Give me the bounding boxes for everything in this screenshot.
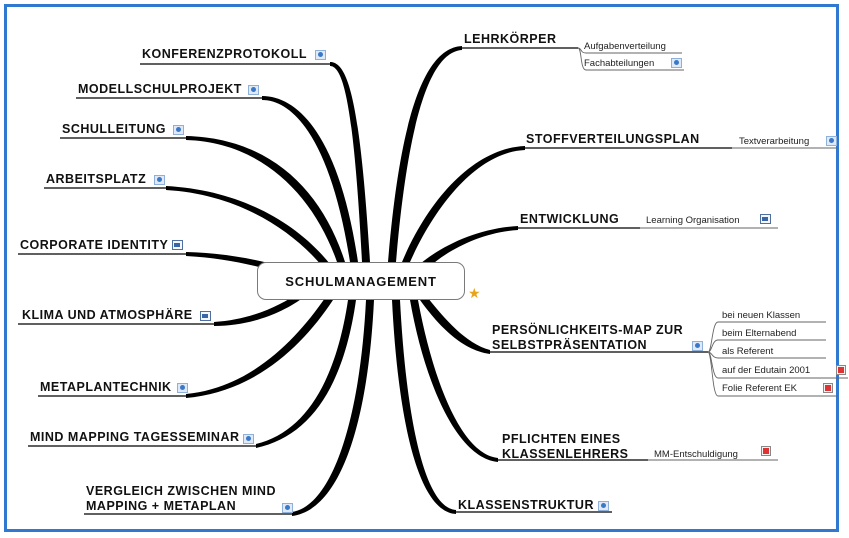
branch-schulleitung <box>186 136 345 262</box>
topic-label: MODELLSCHULPROJEKT <box>78 82 242 96</box>
branch-metaplantechnik <box>186 298 333 398</box>
subtopic-mm-entschuldigung[interactable]: MM-Entschuldigung <box>654 449 738 461</box>
branch-lehrkoerper <box>388 46 462 262</box>
map-link-icon[interactable] <box>826 136 837 146</box>
subtopic-label: beim Elternabend <box>722 328 797 339</box>
topic-label: MIND MAPPING TAGESSEMINAR <box>30 430 240 444</box>
topic-label: STOFFVERTEILUNGSPLAN <box>526 132 700 146</box>
topic-klassenstruktur[interactable]: KLASSENSTRUKTUR <box>458 498 594 513</box>
branch-stoffverteilungsplan <box>402 146 525 262</box>
topic-klima-atmosphaere[interactable]: KLIMA UND ATMOSPHÄRE <box>22 308 193 323</box>
sub-branch-neue-klassen <box>707 321 826 353</box>
topic-label: CORPORATE IDENTITY <box>20 238 169 252</box>
subtopic-als-referent[interactable]: als Referent <box>722 346 773 358</box>
map-link-icon[interactable] <box>154 175 165 185</box>
subtopic-label: auf der Edutain 2001 <box>722 365 811 376</box>
document-link-icon[interactable] <box>200 311 211 321</box>
subtopic-edutain-2001[interactable]: auf der Edutain 2001 <box>722 365 810 377</box>
sub-branch-fachabteilungen <box>577 47 684 71</box>
subtopic-label: als Referent <box>722 346 774 357</box>
topic-persoenlichkeits-map[interactable]: PERSÖNLICHKEITS-MAP ZUR SELBSTPRÄSENTATI… <box>492 323 683 353</box>
subtopic-label: bei neuen Klassen <box>722 310 801 321</box>
topic-label: SCHULLEITUNG <box>62 122 166 136</box>
subtopic-label: Learning Organisation <box>646 215 740 226</box>
topic-mind-mapping-tagesseminar[interactable]: MIND MAPPING TAGESSEMINAR <box>30 430 240 445</box>
topic-entwicklung[interactable]: ENTWICKLUNG <box>520 212 619 227</box>
pdf-link-icon[interactable] <box>836 365 847 375</box>
map-link-icon[interactable] <box>692 341 703 351</box>
subtopic-textverarbeitung[interactable]: Textverarbeitung <box>739 136 809 148</box>
document-link-icon[interactable] <box>172 240 183 250</box>
topic-label: ENTWICKLUNG <box>520 212 620 226</box>
canvas-border <box>4 4 839 532</box>
document-link-icon[interactable] <box>760 214 771 224</box>
topic-schulleitung[interactable]: SCHULLEITUNG <box>62 122 166 137</box>
subtopic-fachabteilungen[interactable]: Fachabteilungen <box>584 58 654 70</box>
topic-label-line1: VERGLEICH ZWISCHEN MIND <box>86 484 276 498</box>
subtopic-folie-referent-ek[interactable]: Folie Referent EK <box>722 383 797 395</box>
subtopic-label: Fachabteilungen <box>584 58 655 69</box>
topic-label-line2: SELBSTPRÄSENTATION <box>492 338 648 352</box>
map-link-icon[interactable] <box>671 58 682 68</box>
topic-label: ARBEITSPLATZ <box>46 172 147 186</box>
subtopic-label: Folie Referent EK <box>722 383 797 394</box>
sub-branch-elternabend <box>707 339 826 353</box>
branch-modellschulprojekt <box>262 96 358 262</box>
branch-konferenzprotokoll <box>330 62 370 262</box>
subtopic-label: Textverarbeitung <box>739 136 810 147</box>
subtopic-bei-neuen-klassen[interactable]: bei neuen Klassen <box>722 310 800 322</box>
subtopic-beim-elternabend[interactable]: beim Elternabend <box>722 328 796 340</box>
topic-stoffverteilungsplan[interactable]: STOFFVERTEILUNGSPLAN <box>526 132 700 147</box>
topic-label-line1: PERSÖNLICHKEITS-MAP ZUR <box>492 323 684 337</box>
branch-corporate-identity <box>186 252 300 277</box>
topic-metaplantechnik[interactable]: METAPLANTECHNIK <box>40 380 172 395</box>
topic-label-line2: KLASSENLEHRERS <box>502 447 629 461</box>
topic-label: KONFERENZPROTOKOLL <box>142 47 308 61</box>
central-topic-label: SCHULMANAGEMENT <box>285 273 437 289</box>
branch-pflichten <box>410 300 498 462</box>
pdf-link-icon[interactable] <box>761 446 772 456</box>
central-topic[interactable]: SCHULMANAGEMENT <box>257 262 465 300</box>
subtopic-label: Aufgabenverteilung <box>584 41 666 52</box>
map-link-icon[interactable] <box>598 501 609 511</box>
sub-branch-referent <box>707 351 826 359</box>
topic-lehrkoerper[interactable]: LEHRKÖRPER <box>464 32 557 47</box>
map-link-icon[interactable] <box>282 503 293 513</box>
map-link-icon[interactable] <box>177 383 188 393</box>
map-link-icon[interactable] <box>243 434 254 444</box>
subtopic-aufgabenverteilung[interactable]: Aufgabenverteilung <box>584 41 666 53</box>
topic-corporate-identity[interactable]: CORPORATE IDENTITY <box>20 238 168 253</box>
topic-pflichten-klassenlehrer[interactable]: PFLICHTEN EINES KLASSENLEHRERS <box>502 432 628 462</box>
topic-label: METAPLANTECHNIK <box>40 380 172 394</box>
map-link-icon[interactable] <box>248 85 259 95</box>
map-link-icon[interactable] <box>315 50 326 60</box>
topic-label-line1: PFLICHTEN EINES <box>502 432 621 446</box>
topic-vergleich[interactable]: VERGLEICH ZWISCHEN MIND MAPPING + METAPL… <box>86 484 276 514</box>
topic-label: LEHRKÖRPER <box>464 32 557 46</box>
topic-label-line2: MAPPING + METAPLAN <box>86 499 237 513</box>
branch-persoenlichkeit <box>420 298 490 354</box>
topic-label: KLIMA UND ATMOSPHÄRE <box>22 308 193 322</box>
subtopic-label: MM-Entschuldigung <box>654 449 738 460</box>
sub-branch-folie <box>707 351 838 397</box>
map-link-icon[interactable] <box>173 125 184 135</box>
star-icon: ★ <box>468 285 481 301</box>
pdf-link-icon[interactable] <box>823 383 834 393</box>
topic-label: KLASSENSTRUKTUR <box>458 498 594 512</box>
branch-vergleich <box>292 300 374 516</box>
branch-klassenstruktur <box>392 300 456 514</box>
topic-konferenzprotokoll[interactable]: KONFERENZPROTOKOLL <box>142 47 307 62</box>
topic-arbeitsplatz[interactable]: ARBEITSPLATZ <box>46 172 146 187</box>
branch-mind-mapping <box>256 300 356 448</box>
subtopic-learning-organisation[interactable]: Learning Organisation <box>646 215 739 227</box>
topic-modellschulprojekt[interactable]: MODELLSCHULPROJEKT <box>78 82 242 97</box>
